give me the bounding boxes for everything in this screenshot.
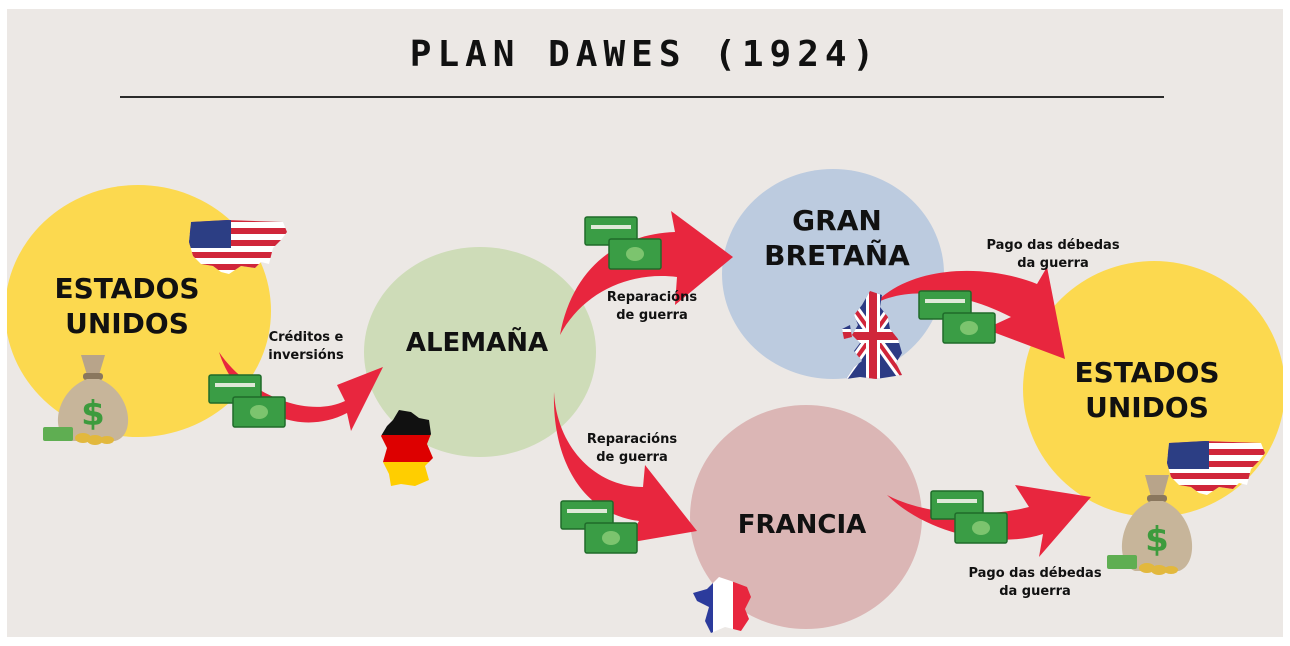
france-flag-map-icon (693, 577, 751, 633)
banknote-stack-icon (560, 500, 638, 554)
germany-flag-map-icon (381, 410, 433, 486)
banknote-stack-icon (208, 374, 286, 428)
flow-france-to-usa-line2: da guerra (999, 583, 1071, 599)
page-title: PLAN DAWES (1924) (409, 34, 881, 75)
banknote-stack-icon (584, 216, 662, 270)
arrow-germany-to-britain (560, 211, 733, 335)
arrow-germany-to-france (553, 392, 697, 543)
node-usa-right-line2: UNIDOS (1085, 391, 1209, 424)
node-germany-label: ALEMAÑA (405, 328, 549, 358)
infographic-canvas: PLAN DAWES (1924) ESTADOS UNIDOS ALEMAÑA… (7, 9, 1283, 637)
node-usa-left-line2: UNIDOS (65, 307, 189, 340)
flow-britain-to-usa-line1: Pago das débedas (986, 238, 1120, 253)
node-britain-line2: BRETAÑA (764, 239, 910, 272)
flow-germany-to-britain-line2: de guerra (616, 307, 688, 323)
money-bag-icon: $ (43, 355, 129, 445)
flow-germany-to-france-line1: Reparacións (586, 432, 678, 447)
node-usa-left-label: ESTADOS UNIDOS (47, 271, 207, 341)
flow-britain-to-usa-line2: da guerra (1017, 255, 1089, 271)
arrow-britain-to-usa (873, 267, 1065, 359)
node-britain-line1: GRAN (792, 204, 882, 237)
title-divider (120, 96, 1164, 98)
arrow-usa-to-germany (219, 352, 383, 431)
flow-usa-to-germany-line2: inversións (268, 347, 344, 363)
node-france-label: FRANCIA (737, 510, 867, 540)
usa-flag-map-icon (189, 220, 287, 274)
svg-text:$: $ (81, 394, 105, 434)
flow-germany-to-britain-line1: Reparacións (606, 290, 698, 305)
money-bag-icon: $ (1107, 475, 1193, 575)
flow-france-to-usa-line1: Pago das débedas (968, 566, 1102, 581)
banknote-stack-icon (918, 290, 996, 344)
usa-flag-map-icon (1167, 441, 1265, 495)
banknote-stack-icon (930, 490, 1008, 544)
node-usa-right-label: ESTADOS UNIDOS (1067, 355, 1227, 425)
flow-germany-to-france-label: Reparacións de guerra (577, 431, 687, 466)
flow-usa-to-germany-line1: Créditos e (268, 330, 344, 345)
flow-france-to-usa-label: Pago das débedas da guerra (965, 565, 1105, 600)
flow-usa-to-germany-label: Créditos e inversións (251, 329, 361, 364)
uk-flag-map-icon (842, 291, 902, 379)
node-usa-right-line1: ESTADOS (1074, 356, 1220, 389)
flow-britain-to-usa-label: Pago das débedas da guerra (983, 237, 1123, 272)
node-britain-label: GRAN BRETAÑA (762, 203, 912, 273)
flow-germany-to-britain-label: Reparacións de guerra (597, 289, 707, 324)
flow-germany-to-france-line2: de guerra (596, 449, 668, 465)
node-usa-left-line1: ESTADOS (54, 272, 200, 305)
node-britain-circle (722, 169, 944, 379)
svg-text:$: $ (1145, 520, 1169, 560)
